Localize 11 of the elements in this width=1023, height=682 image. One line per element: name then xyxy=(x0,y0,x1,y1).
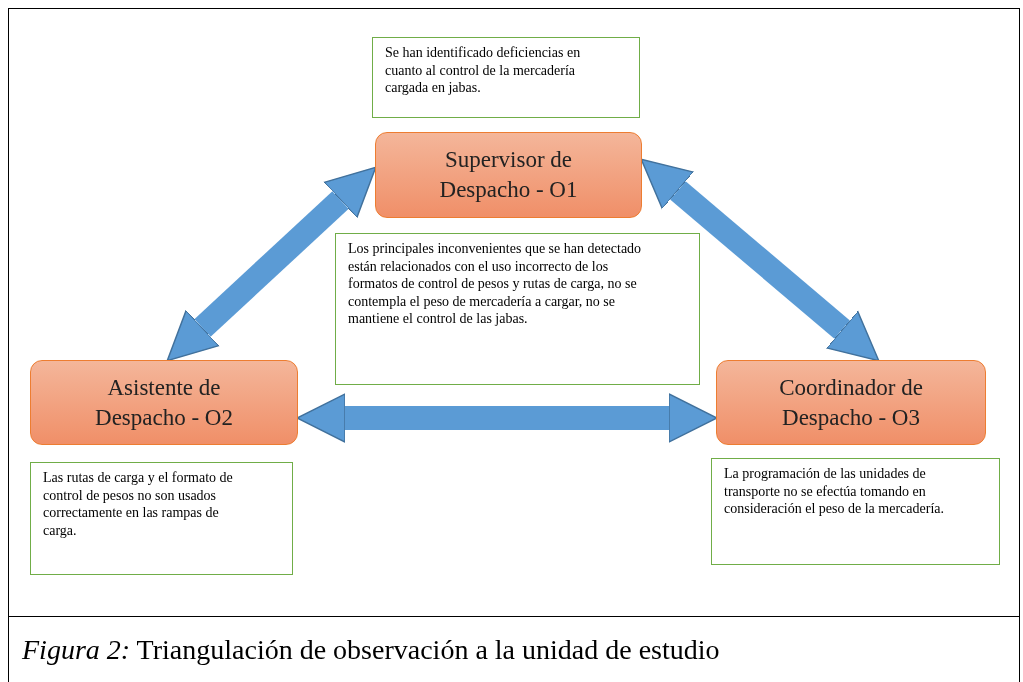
role-box: Coordinador de Despacho - O3 xyxy=(716,360,986,445)
double-arrow xyxy=(166,166,377,362)
role-box: Asistente de Despacho - O2 xyxy=(30,360,298,445)
figure-caption: Figura 2: Triangulación de observación a la unidad de estudio xyxy=(22,634,720,666)
double-arrow xyxy=(640,158,880,362)
note-box: Los principales inconvenientes que se han detectado están relacionados con el uso incorrecto de los formatos de control de pesos y rutas de carga, no se contempla el peso de mercadería a cargar, no se mantiene el control de las jabas. xyxy=(335,233,700,385)
note-box: La programación de las unidades de transporte no se efectúa tomando en consideración el peso de la mercadería. xyxy=(711,458,1000,565)
double-arrow xyxy=(296,393,718,443)
role-box: Supervisor de Despacho - O1 xyxy=(375,132,642,218)
note-box: Se han identificado deficiencias en cuanto al control de la mercadería cargada en jabas. xyxy=(372,37,640,118)
note-box: Las rutas de carga y el formato de control de pesos no son usados correctamente en las rampas de carga. xyxy=(30,462,293,575)
